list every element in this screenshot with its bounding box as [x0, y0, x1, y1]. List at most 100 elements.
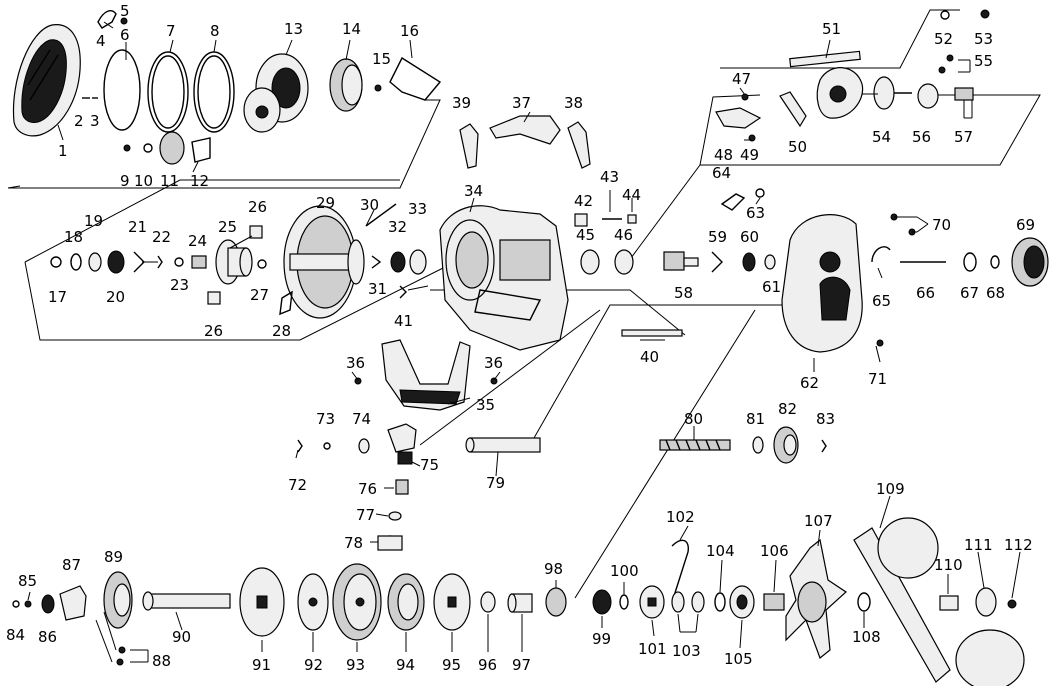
- callout-label: 45: [576, 226, 595, 244]
- part-104-washer: [714, 592, 726, 612]
- part-58-pinion: [663, 251, 699, 271]
- part-55-screw-b: [938, 66, 946, 74]
- callout-label: 59: [708, 228, 727, 246]
- callout-label: 97: [512, 656, 531, 674]
- part-35-lower-frame: [381, 339, 471, 411]
- callout-label: 54: [872, 128, 891, 146]
- part-32-bearing: [390, 251, 406, 273]
- callout-label: 11: [160, 172, 179, 190]
- part-57-spring: [954, 87, 974, 101]
- part-8-ring: [193, 51, 235, 133]
- callout-label: 63: [746, 204, 765, 222]
- assembly-guide-lines: [7, 9, 1041, 599]
- part-30-shaft: [365, 203, 397, 227]
- callout-label: 43: [600, 168, 619, 186]
- callout-label: 80: [684, 410, 703, 428]
- callout-label: 107: [804, 512, 833, 530]
- part-88-screw-a: [118, 646, 126, 654]
- callout-label: 65: [872, 292, 891, 310]
- part-92-washer: [297, 573, 329, 631]
- part-23-washer: [174, 257, 184, 267]
- callout-label: 88: [152, 652, 171, 670]
- callout-label: 55: [974, 52, 993, 70]
- callout-label: 96: [478, 656, 497, 674]
- part-42-collar: [574, 213, 588, 227]
- part-12-plate: [191, 137, 211, 163]
- callout-label: 37: [512, 94, 531, 112]
- callout-label: 52: [934, 30, 953, 48]
- callout-label: 25: [218, 218, 237, 236]
- part-88-screw-b: [116, 658, 124, 666]
- part-73-washer: [323, 442, 331, 450]
- callout-label: 78: [344, 534, 363, 552]
- part-37-cover: [489, 115, 561, 145]
- callout-label: 103: [672, 642, 701, 660]
- callout-label: 42: [574, 192, 593, 210]
- part-44-nut: [627, 214, 637, 224]
- part-28-pin: [279, 290, 293, 316]
- callout-label: 3: [90, 112, 100, 130]
- callout-label: 1: [58, 142, 68, 160]
- part-72-clip: [297, 439, 303, 453]
- part-78-cap: [377, 535, 403, 551]
- callout-label: 32: [388, 218, 407, 236]
- part-100-washer: [619, 594, 629, 610]
- part-71-screw: [876, 339, 884, 347]
- part-62-side-plate: [781, 214, 863, 353]
- callout-label: 2: [74, 112, 84, 130]
- callout-label: 62: [800, 374, 819, 392]
- callout-label: 31: [368, 280, 387, 298]
- callout-label: 83: [816, 410, 835, 428]
- callout-label: 22: [152, 228, 171, 246]
- callout-label: 9: [120, 172, 130, 190]
- part-93-main-gear: [332, 563, 382, 641]
- callout-label: 36: [346, 354, 365, 372]
- callout-label: 34: [464, 182, 483, 200]
- part-13-brake-unit: [243, 53, 309, 133]
- callout-label: 44: [622, 186, 641, 204]
- callout-label: 71: [868, 370, 887, 388]
- part-83-clip: [821, 439, 827, 453]
- callout-label: 21: [128, 218, 147, 236]
- callout-label: 109: [876, 480, 905, 498]
- part-97-sleeve: [507, 593, 533, 613]
- callout-label: 94: [396, 656, 415, 674]
- callout-label: 30: [360, 196, 379, 214]
- callout-label: 6: [120, 26, 130, 44]
- callout-label: 76: [358, 480, 377, 498]
- callout-label: 14: [342, 20, 361, 38]
- callout-label: 19: [84, 212, 103, 230]
- callout-label: 92: [304, 656, 323, 674]
- callout-labels: 1 2 3 4 5 6 7 8 9 10 11 12 13 14 15 16 1…: [6, 2, 1035, 674]
- callout-label: 28: [272, 322, 291, 340]
- part-76-pawl: [395, 479, 409, 495]
- part-39-guard: [459, 123, 479, 169]
- part-10-washer: [143, 143, 153, 153]
- callout-label: 85: [18, 572, 37, 590]
- callout-label: 5: [120, 2, 130, 20]
- part-45-bushing: [580, 249, 600, 275]
- callout-label: 56: [912, 128, 931, 146]
- callout-label: 84: [6, 626, 25, 644]
- callout-label: 51: [822, 20, 841, 38]
- part-19-washer: [88, 252, 102, 272]
- part-110-nut: [939, 595, 959, 611]
- callout-label: 82: [778, 400, 797, 418]
- callout-label: 68: [986, 284, 1005, 302]
- part-40-shaft: [621, 329, 683, 337]
- part-89-gear: [103, 571, 133, 629]
- callout-label: 35: [476, 396, 495, 414]
- callout-label: 100: [610, 562, 639, 580]
- callout-label: 33: [408, 200, 427, 218]
- callout-label: 86: [38, 628, 57, 646]
- part-60-bearing: [742, 252, 756, 272]
- part-52-washer: [940, 10, 950, 20]
- part-77-washer: [388, 511, 402, 521]
- part-109-handle: [853, 517, 1025, 690]
- part-24-collar: [191, 255, 207, 269]
- part-68-washer: [990, 255, 1000, 269]
- callout-label: 90: [172, 628, 191, 646]
- callout-label: 70: [932, 216, 951, 234]
- part-87-plate: [59, 585, 87, 621]
- part-29-spool: [283, 205, 365, 319]
